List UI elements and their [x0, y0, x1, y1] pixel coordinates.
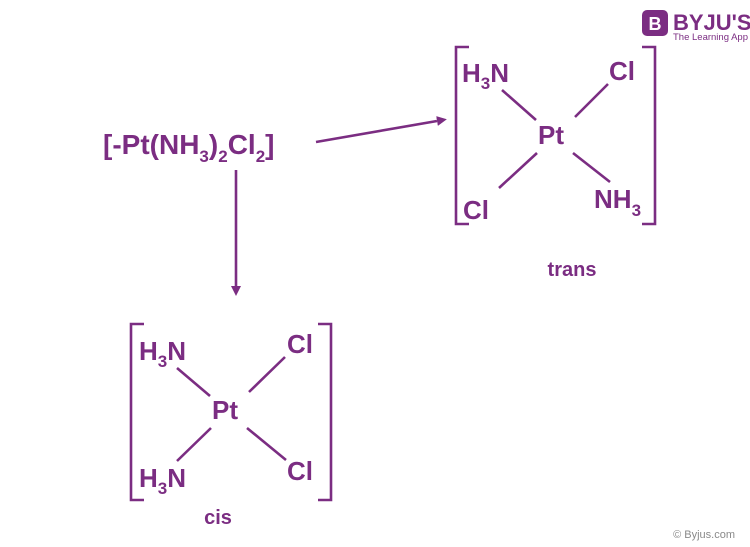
cis-bond-top-left — [176, 367, 211, 397]
trans-bond-bottom-left — [498, 152, 538, 189]
trans-ligand-bottom-left: Cl — [463, 195, 489, 225]
cis-isomer: H3N Cl Pt H3N Cl cis — [129, 322, 333, 529]
trans-ligand-top-left: H3N — [462, 58, 509, 93]
cis-ligand-top-left: H3N — [139, 336, 186, 371]
cis-right-bracket — [318, 322, 333, 502]
trans-bond-top-right — [574, 83, 609, 118]
trans-ligand-bottom-right: NH3 — [594, 184, 641, 220]
cis-bond-bottom-right — [246, 426, 287, 462]
logo-mark-icon — [642, 10, 668, 36]
trans-left-bracket — [454, 45, 469, 226]
cis-ligand-bottom-right: Cl — [287, 456, 313, 486]
trans-bond-bottom-right — [572, 151, 611, 184]
cis-center-metal: Pt — [212, 395, 238, 425]
cis-bond-top-right — [248, 356, 286, 393]
trans-right-bracket — [642, 45, 657, 226]
trans-label: trans — [548, 259, 597, 281]
cis-bond-bottom-left — [176, 427, 212, 462]
logo-mark-letter: B — [649, 14, 662, 34]
trans-ligand-top-right: Cl — [609, 56, 635, 86]
trans-bond-top-left — [501, 89, 537, 121]
logo-tagline: The Learning App — [673, 32, 748, 43]
cis-label: cis — [204, 507, 232, 529]
copyright-text: © Byjus.com — [673, 529, 735, 541]
complex-formula: [-Pt(NH3)2Cl2] — [103, 129, 274, 166]
logo-brand: BYJU'S — [673, 10, 750, 35]
cis-left-bracket — [129, 322, 144, 502]
cis-ligand-top-right: Cl — [287, 329, 313, 359]
trans-isomer: H3N Cl Pt Cl NH3 trans — [454, 45, 657, 281]
byjus-logo: B BYJU'S The Learning App — [642, 10, 750, 43]
trans-center-metal: Pt — [538, 120, 564, 150]
cis-ligand-bottom-left: H3N — [139, 463, 186, 498]
arrow-to-trans — [315, 116, 447, 144]
